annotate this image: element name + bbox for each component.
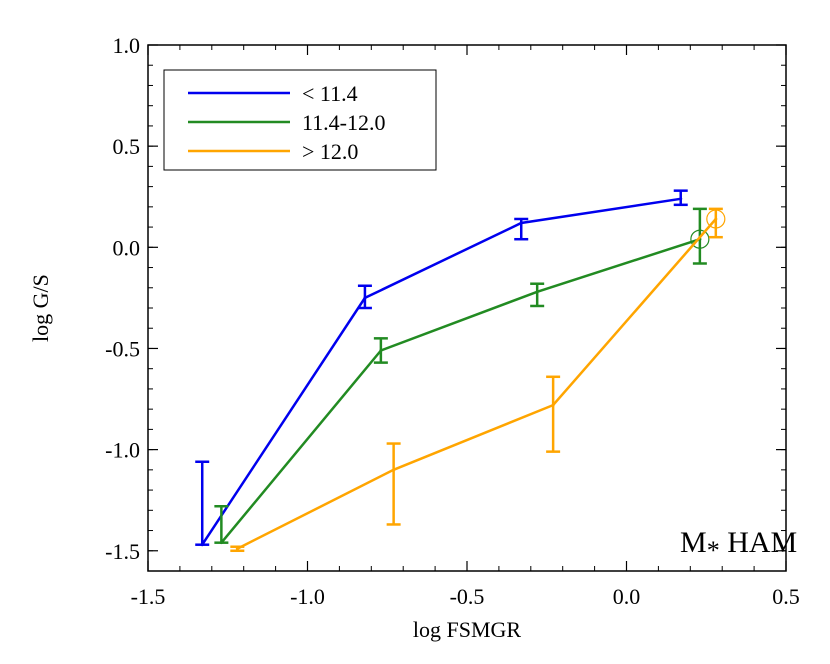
x-axis-label: log FSMGR xyxy=(413,617,522,642)
data-point xyxy=(392,468,396,472)
legend: < 11.4 11.4-12.0 > 12.0 xyxy=(163,69,437,171)
series-0 xyxy=(195,189,688,547)
data-point xyxy=(551,403,555,407)
svg-text:M* HAM: M* HAM xyxy=(680,526,797,565)
series xyxy=(195,189,726,553)
y-axis-label: log G/S xyxy=(28,274,53,342)
legend-box xyxy=(163,69,437,171)
y-tick-label: -1.0 xyxy=(105,438,140,463)
annotation-suffix: HAM xyxy=(720,526,798,559)
data-point xyxy=(363,296,367,300)
data-point xyxy=(535,290,539,294)
data-point xyxy=(379,348,383,352)
x-tick-label: -1.0 xyxy=(290,584,325,609)
data-point xyxy=(219,541,223,545)
series-line xyxy=(220,238,701,544)
annotation-main: M xyxy=(680,526,707,559)
data-point xyxy=(714,217,718,221)
data-point xyxy=(200,543,204,547)
series-2 xyxy=(230,207,726,553)
legend-label: < 11.4 xyxy=(302,81,358,106)
data-point xyxy=(235,547,239,551)
series-1 xyxy=(214,207,710,545)
ticks: -1.5 -1.0 -0.5 0.0 0.5 -1.5 -1.0 -0.5 0.0 0.5 1.0 xyxy=(105,33,800,609)
y-tick-label: 1.0 xyxy=(113,33,141,58)
series-line xyxy=(201,197,681,546)
endpoint-marker xyxy=(690,229,710,249)
x-tick-label: 0.0 xyxy=(613,584,641,609)
y-tick-label: 0.0 xyxy=(113,235,141,260)
annotation-subscript: * xyxy=(707,536,720,565)
y-tick-label: -1.5 xyxy=(105,539,140,564)
endpoint-marker xyxy=(706,209,726,229)
legend-label: 11.4-12.0 xyxy=(302,110,386,135)
x-tick-label: -0.5 xyxy=(450,584,485,609)
x-tick-label: 0.5 xyxy=(772,584,800,609)
data-point xyxy=(679,197,683,201)
x-tick-label: -1.5 xyxy=(131,584,166,609)
series-line xyxy=(236,218,717,550)
y-tick-label: 0.5 xyxy=(113,134,141,159)
y-tick-label: -0.5 xyxy=(105,336,140,361)
legend-label: > 12.0 xyxy=(302,139,358,164)
annotation-mstar-ham: M* HAM xyxy=(680,526,797,565)
data-point xyxy=(519,221,523,225)
